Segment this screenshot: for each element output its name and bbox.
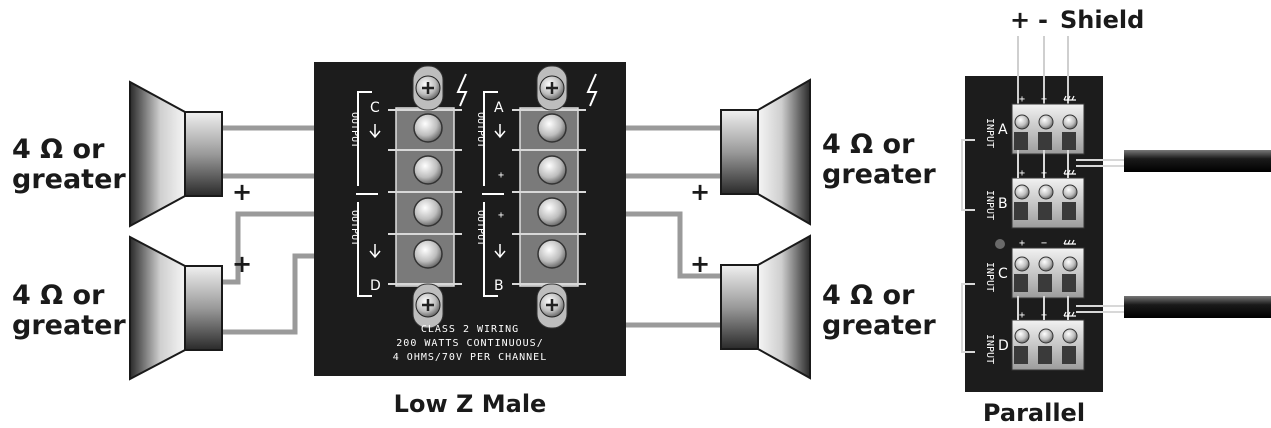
screw-terminal-icon [537, 239, 567, 269]
terminal-block-d [1011, 319, 1085, 371]
header-plus: + [1010, 6, 1030, 34]
polarity-plus: + [232, 250, 252, 278]
svg-text:+: + [1019, 168, 1025, 179]
low-z-male-caption: Low Z Male [394, 390, 547, 418]
output-vertical-label: OUTPUT [475, 112, 486, 148]
channel-a-label: A [494, 100, 504, 116]
cable-lower [1124, 296, 1271, 318]
speaker-impedance-label: 4 Ω or [822, 280, 915, 311]
svg-text:+: + [1019, 238, 1025, 249]
channel-c-label: C [370, 100, 380, 116]
terminal-strip-left [388, 107, 462, 287]
cable-upper [1124, 150, 1271, 172]
terminal-block-c [1011, 247, 1085, 299]
svg-text:−: − [1041, 310, 1047, 321]
polarity-plus: + [690, 178, 710, 206]
parallel-panel: A B C D INPUT INPUT INPUT INPUT + − + − … [961, 36, 1271, 392]
speaker-upper-right [720, 78, 811, 226]
svg-text:−: − [1041, 94, 1047, 105]
speaker-impedance-label: 4 Ω or [822, 129, 915, 160]
screw-terminal-icon [413, 197, 443, 227]
svg-text:−: − [1041, 238, 1047, 249]
screw-terminal-icon [537, 155, 567, 185]
input-c-label: C [998, 266, 1008, 282]
channel-brackets [356, 91, 504, 297]
polarity-mark: + [498, 170, 504, 181]
svg-text:+: + [1019, 94, 1025, 105]
channel-d-label: D [370, 278, 381, 294]
speaker-impedance-label: greater [12, 164, 126, 195]
header-shield: Shield [1060, 6, 1144, 34]
output-vertical-label: OUTPUT [349, 210, 360, 246]
jumper-wires [961, 139, 1124, 353]
speaker-impedance-label: greater [822, 159, 936, 190]
svg-text:+: + [1019, 310, 1025, 321]
parallel-caption: Parallel [983, 399, 1085, 427]
input-vertical-label: INPUT [984, 190, 995, 220]
polarity-mark: + [498, 210, 504, 221]
screw-terminal-icon [413, 155, 443, 185]
svg-text:−: − [1041, 168, 1047, 179]
input-vertical-label: INPUT [984, 334, 995, 364]
terminal-block-a [1011, 103, 1085, 155]
screw-terminal-icon [537, 113, 567, 143]
speaker-lower-right [720, 234, 811, 380]
screw-terminal-icon [413, 239, 443, 269]
indicator-dot-icon [995, 239, 1005, 249]
screw-terminal-icon [537, 197, 567, 227]
output-vertical-label: OUTPUT [349, 112, 360, 148]
wiring-ohms-text: 4 OHMS/70V PER CHANNEL [393, 352, 547, 363]
header-minus: - [1038, 6, 1048, 34]
terminal-block-b [1011, 177, 1085, 229]
polarity-plus: + [232, 178, 252, 206]
speaker-impedance-label: greater [822, 310, 936, 341]
wiring-watts-text: 200 WATTS CONTINUOUS/ [396, 338, 543, 349]
channel-b-label: B [494, 278, 504, 294]
speaker-impedance-label: 4 Ω or [12, 280, 105, 311]
screw-terminal-icon [413, 113, 443, 143]
speaker-lower-left [129, 235, 223, 381]
wiring-class-text: CLASS 2 WIRING [421, 324, 519, 335]
terminal-strip-right [512, 107, 586, 287]
lightning-icon [586, 73, 598, 107]
input-vertical-label: INPUT [984, 262, 995, 292]
input-vertical-label: INPUT [984, 118, 995, 148]
arrow-icons [369, 124, 506, 259]
input-a-label: A [998, 122, 1008, 138]
amplifier-panel: + + C D A B OUTPUT OUTPUT OUTPUT OUTPUT … [314, 62, 626, 376]
lightning-icon [456, 73, 468, 107]
ground-icon [1063, 95, 1076, 317]
input-d-label: D [998, 338, 1009, 354]
mounting-screw-icon [412, 65, 568, 329]
terminal-polarity-marks: + − + − + − + − [1019, 94, 1047, 321]
output-vertical-label: OUTPUT [475, 210, 486, 246]
speaker-impedance-label: 4 Ω or [12, 134, 105, 165]
polarity-plus: + [690, 250, 710, 278]
speaker-upper-left [129, 80, 223, 228]
input-b-label: B [998, 196, 1008, 212]
speaker-impedance-label: greater [12, 310, 126, 341]
